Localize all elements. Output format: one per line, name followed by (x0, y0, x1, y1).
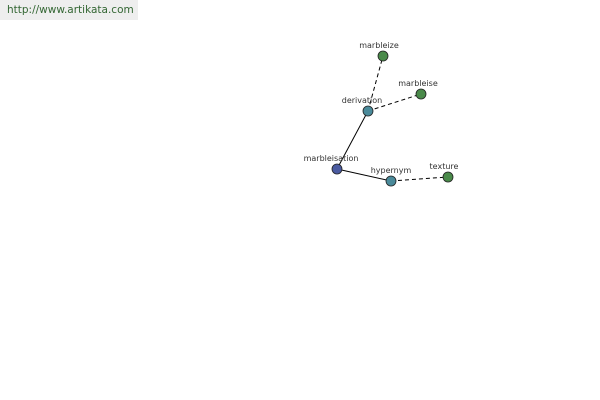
node-label-marbleize: marbleize (359, 41, 399, 50)
url-link[interactable]: http://www.artikata.com (7, 4, 134, 16)
node-label-marbleise: marbleise (398, 79, 438, 88)
edge-marbleisation-derivation (336, 110, 369, 170)
nodes-layer (331, 50, 454, 187)
node-derivation[interactable] (362, 105, 374, 117)
node-label-derivation: derivation (342, 96, 382, 105)
labels-layer: marbleisation derivation hypernym marbleize… (304, 41, 459, 175)
node-label-marbleisation: marbleisation (304, 154, 359, 163)
url-banner[interactable]: http://www.artikata.com (0, 0, 138, 20)
node-label-hypernym: hypernym (371, 166, 412, 175)
node-marbleise[interactable] (415, 88, 427, 100)
node-label-texture: texture (430, 162, 459, 171)
node-hypernym[interactable] (385, 175, 397, 187)
node-texture[interactable] (442, 171, 454, 183)
edge-hypernym-texture (390, 176, 449, 182)
node-marbleize[interactable] (377, 50, 389, 62)
edge-derivation-marbleize (367, 55, 384, 112)
edge-marbleisation-hypernym (336, 168, 392, 182)
edges-layer (336, 55, 449, 182)
edge-derivation-marbleise (367, 93, 422, 112)
node-marbleisation[interactable] (331, 163, 343, 175)
